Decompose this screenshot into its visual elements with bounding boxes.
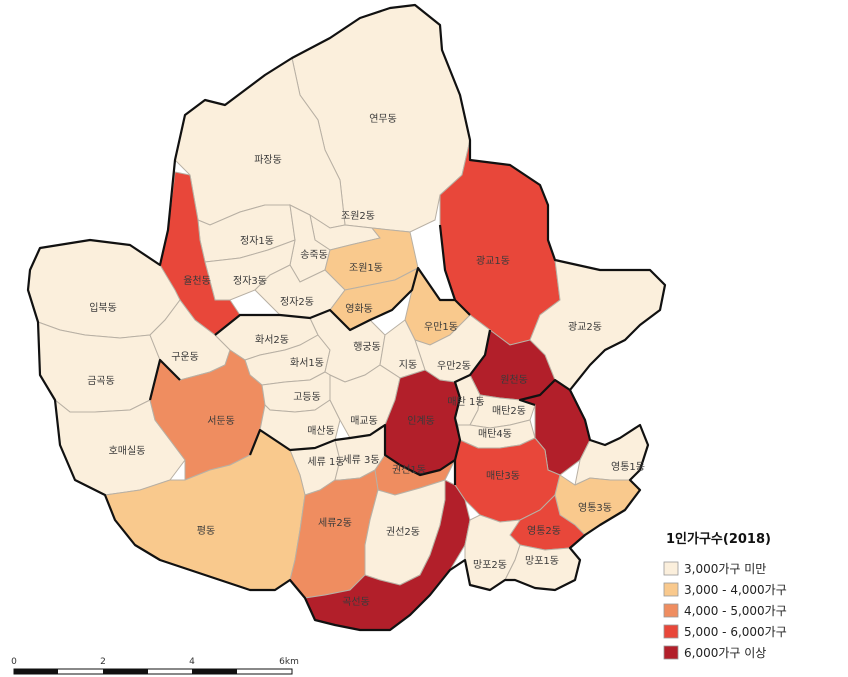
label-goman2: 우만2동 [437, 360, 471, 372]
label-yeongtong2: 영통2동 [527, 525, 561, 537]
label-maetan3: 매탄3동 [486, 470, 520, 482]
label-jeongja3: 정자3동 [233, 275, 267, 287]
label-maetan2: 매탄2동 [492, 405, 526, 417]
label-jeongja1: 정자1동 [240, 235, 274, 247]
legend: 1인가구수(2018) 3,000가구 미만 3,000 - 4,000가구 4… [663, 531, 787, 660]
label-mangpo1: 망포1동 [525, 555, 559, 567]
label-seryu3: 세류 3동 [342, 454, 379, 466]
scale-tick-4: 4 [189, 657, 195, 667]
label-yeonghwa: 영화동 [345, 303, 373, 315]
label-yulcheon: 율천동 [183, 275, 211, 287]
label-gwanggyo1: 광교1동 [476, 255, 510, 267]
label-hwaseo2: 화서2동 [255, 334, 289, 346]
label-gwonseon1: 권선1동 [392, 464, 426, 476]
label-seryu1: 세류 1동 [307, 456, 344, 468]
scale-tick-0: 0 [11, 657, 17, 667]
label-haenggung: 행궁동 [353, 341, 381, 353]
scale-bar: 0 2 4 6km [11, 657, 299, 675]
label-maesan: 매산동 [307, 425, 335, 437]
legend-swatch-0 [663, 561, 679, 576]
label-jidong: 지동 [399, 359, 417, 371]
label-gwanggyo2: 광교2동 [568, 321, 602, 333]
legend-swatch-4 [663, 645, 679, 660]
legend-title: 1인가구수(2018) [666, 531, 771, 547]
district-polygons [27, 4, 666, 631]
scale-tick-2: 2 [100, 657, 106, 667]
label-jowon1: 조원1동 [349, 262, 383, 274]
label-homaesil: 호매실동 [109, 445, 146, 457]
legend-swatch-2 [663, 603, 679, 618]
legend-item: 3,000가구 미만 [663, 561, 766, 576]
label-godeung: 고등동 [293, 391, 321, 403]
label-jeongja2: 정자2동 [280, 296, 314, 308]
label-mangpo2: 망포2동 [473, 559, 507, 571]
label-maegyo: 매교동 [350, 415, 378, 427]
legend-item: 3,000 - 4,000가구 [663, 582, 787, 597]
legend-label: 6,000가구 이상 [684, 646, 766, 660]
label-maetan4: 매탄4동 [478, 428, 512, 440]
legend-label: 4,000 - 5,000가구 [684, 604, 787, 618]
label-hwaseo1: 화서1동 [290, 357, 324, 369]
label-goman1: 우만1동 [424, 321, 458, 333]
label-pyeong: 평동 [197, 525, 215, 537]
legend-item: 6,000가구 이상 [663, 645, 766, 660]
legend-swatch-3 [663, 624, 679, 639]
label-woncheon: 원천동 [500, 374, 528, 386]
gu-boundaries [26, 3, 667, 632]
label-pajang: 파장동 [254, 154, 282, 166]
legend-label: 5,000 - 6,000가구 [684, 625, 787, 639]
legend-item: 5,000 - 6,000가구 [663, 624, 787, 639]
label-yeongtong3: 영통3동 [578, 502, 612, 514]
label-ipbuk: 입북동 [89, 301, 117, 314]
label-seodun: 서둔동 [207, 415, 235, 427]
label-yeongtong1: 영통1동 [611, 461, 645, 473]
label-songjuk: 송죽동 [300, 249, 328, 261]
label-ingye: 인계동 [407, 415, 435, 427]
label-geumgok: 금곡동 [87, 375, 115, 387]
legend-label: 3,000가구 미만 [684, 562, 766, 576]
label-jowon2: 조원2동 [341, 210, 375, 222]
scale-tick-6: 6km [279, 657, 299, 667]
district-labels: 연무동 파장동 조원2동 정자1동 송죽동 조원1동 정자3동 정자2동 율천동… [87, 113, 645, 608]
legend-item: 4,000 - 5,000가구 [663, 603, 787, 618]
label-gwonseon2: 권선2동 [386, 526, 420, 538]
dong-ipbuk[interactable] [27, 239, 181, 339]
label-yeonmu: 연무동 [369, 113, 397, 125]
legend-swatch-1 [663, 582, 679, 597]
label-gokseon: 곡선동 [342, 596, 370, 608]
label-guun: 구운동 [171, 351, 199, 363]
label-seryu2: 세류2동 [318, 517, 352, 529]
legend-label: 3,000 - 4,000가구 [684, 583, 787, 597]
label-maetan1: 매탄 1동 [447, 396, 484, 408]
